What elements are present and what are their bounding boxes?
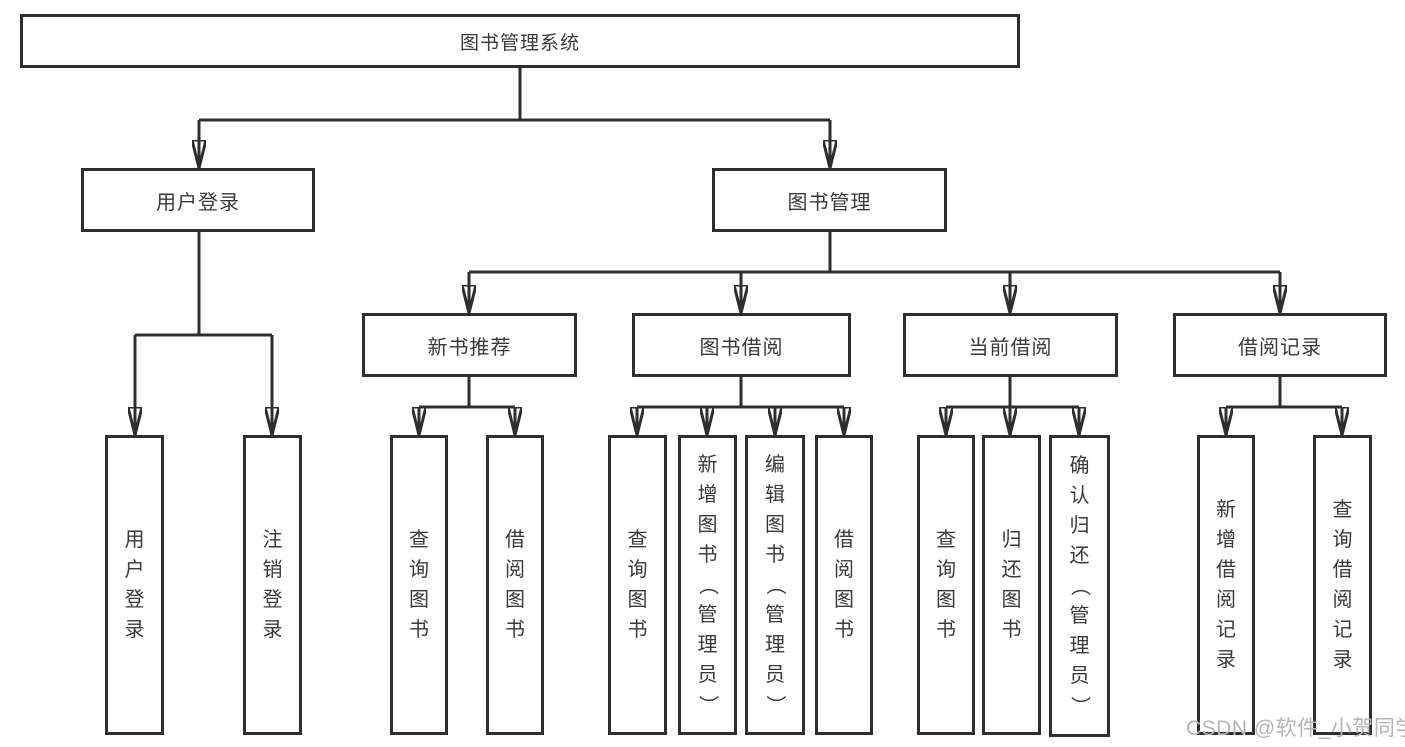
leaf-add-books-admin: 新增图书（管理员） [678, 435, 737, 735]
leaf-add-borrow-record: 新增借阅记录 [1197, 435, 1255, 735]
leaf-borrow-query-books: 查询图书 [608, 435, 667, 735]
leaf-logout: 注销登录 [243, 435, 302, 735]
leaf-newbook-query-books: 查询图书 [390, 435, 448, 735]
leaf-confirm-return-admin: 确认归还（管理员） [1049, 435, 1110, 737]
node-root-system: 图书管理系统 [20, 14, 1020, 68]
leaf-current-query-books: 查询图书 [917, 435, 975, 735]
node-current-borrow: 当前借阅 [903, 313, 1118, 377]
node-borrow-records: 借阅记录 [1173, 313, 1387, 377]
leaf-return-books: 归还图书 [982, 435, 1041, 735]
leaf-borrow-books: 借阅图书 [815, 435, 873, 735]
node-book-management: 图书管理 [712, 168, 947, 232]
node-new-book-recommend: 新书推荐 [362, 313, 577, 377]
leaf-user-login: 用户登录 [105, 435, 164, 735]
node-user-login: 用户登录 [81, 168, 315, 232]
leaf-edit-books-admin: 编辑图书（管理员） [745, 435, 805, 735]
node-book-borrow: 图书借阅 [632, 313, 851, 377]
leaf-newbook-borrow-books: 借阅图书 [486, 435, 544, 735]
leaf-query-borrow-record: 查询借阅记录 [1313, 435, 1372, 735]
csdn-watermark: CSDN @软件_小贺同学 [1186, 717, 1405, 740]
